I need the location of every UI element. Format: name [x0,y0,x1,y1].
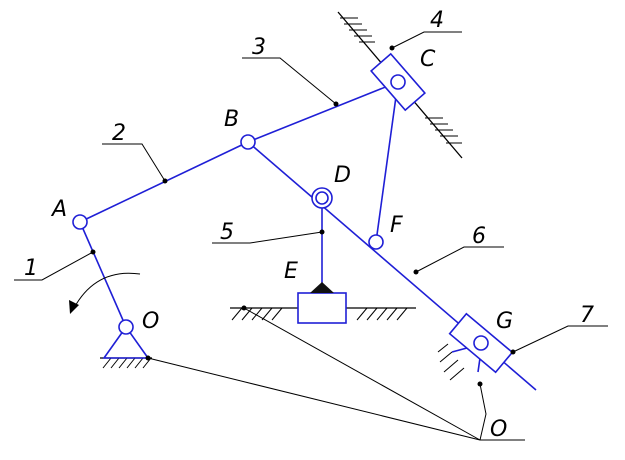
slider-e [297,292,347,324]
label-4: 4 [430,8,444,33]
link-cf [375,81,399,243]
support-triangle-o [102,325,150,359]
joint-d [315,191,329,205]
label-point-f: F [390,213,403,238]
joint-c [390,74,406,90]
joint-o-crank [118,319,134,335]
label-7: 7 [580,303,594,328]
fixed-support-o-crank [100,357,152,369]
joint-b [240,134,256,150]
label-point-d: D [334,163,351,188]
label-point-e: E [284,259,298,284]
slider-e-cap [310,282,334,293]
label-point-g: G [496,309,513,334]
label-5: 5 [220,220,234,245]
label-1: 1 [24,256,38,281]
label-6: 6 [472,224,486,249]
joint-g [473,335,489,351]
joint-f [368,234,384,250]
rotation-arrow-icon [69,272,141,314]
label-point-c: C [420,47,436,72]
link-3 [247,81,399,143]
label-point-a: A [50,197,67,222]
link-1 [79,221,127,328]
joint-a [72,214,88,230]
leaders [14,31,608,441]
label-2: 2 [112,121,126,146]
label-3: 3 [252,35,266,60]
label-point-o-ground: O [490,417,507,442]
fixed-support-g [437,343,465,381]
label-point-b: B [224,107,239,132]
label-point-o-crank: O [142,309,159,334]
